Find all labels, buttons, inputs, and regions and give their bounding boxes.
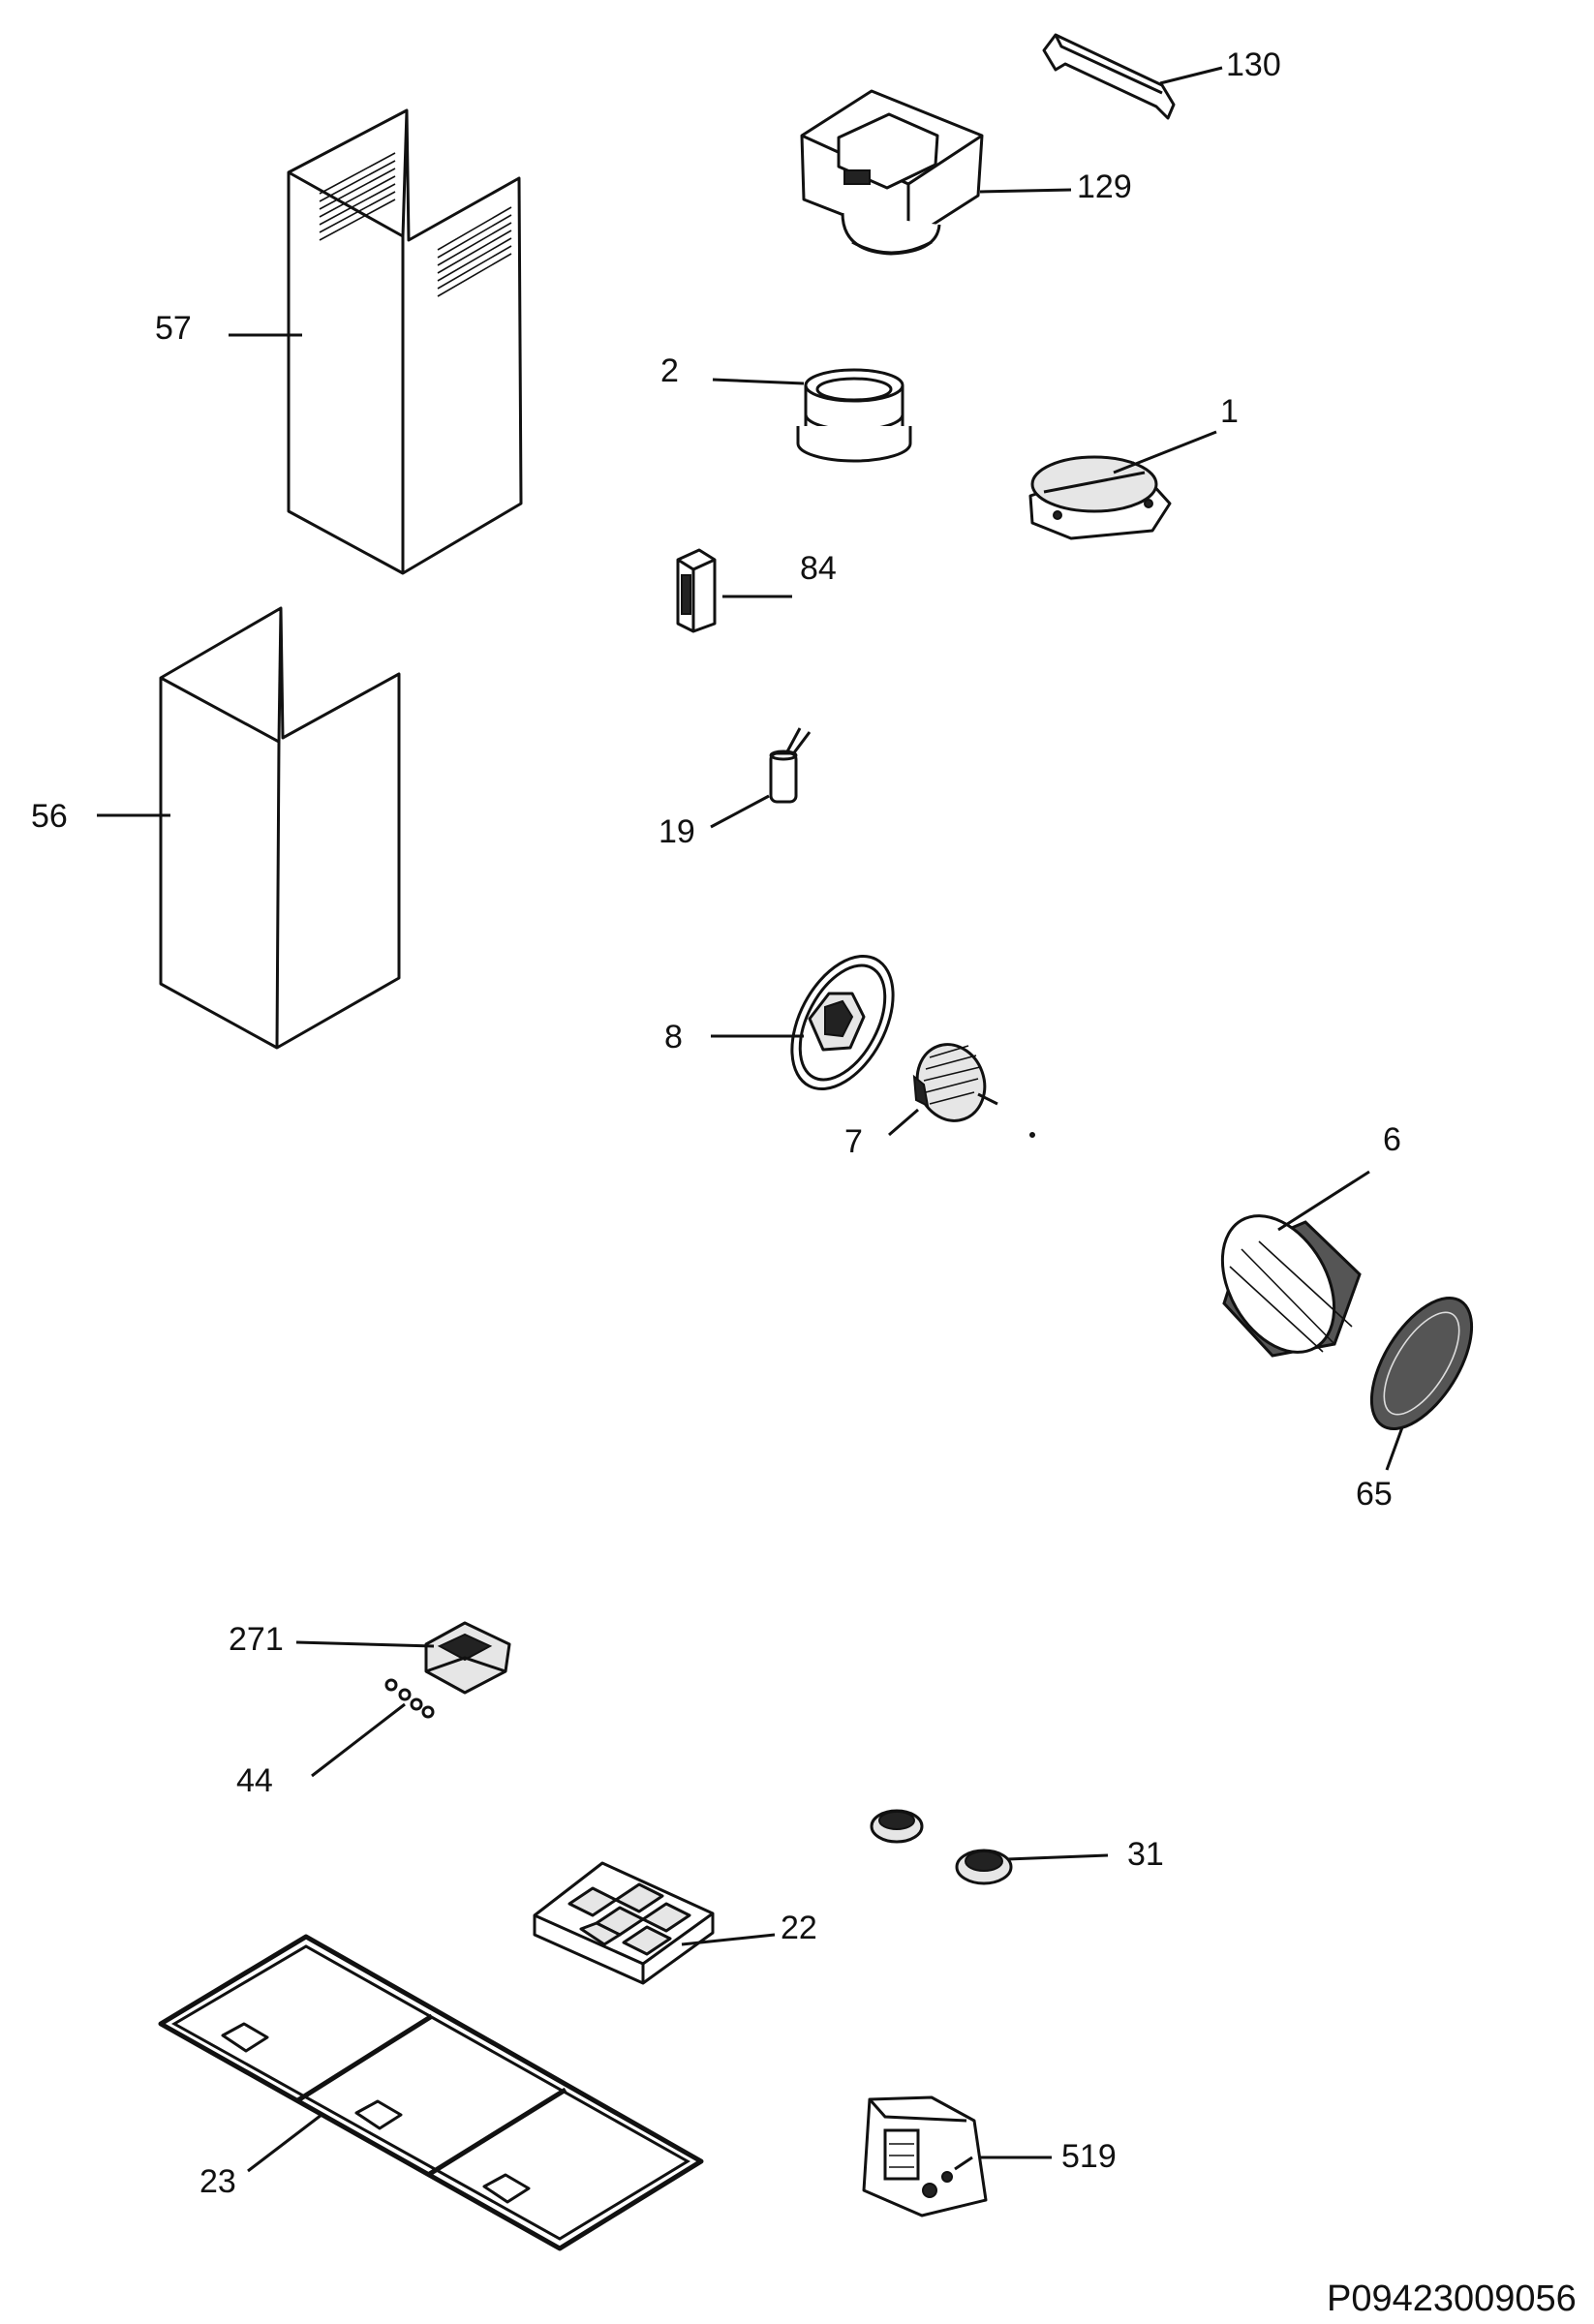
part-7-motor — [912, 1043, 1035, 1138]
part-56-lower-chimney — [159, 606, 401, 1050]
callout-129: 129 — [1077, 168, 1132, 205]
leader-65 — [1385, 1426, 1404, 1471]
callout-57: 57 — [155, 310, 192, 347]
part-84-switch — [676, 548, 717, 633]
callout-31: 31 — [1127, 1836, 1164, 1873]
leader-130 — [1159, 66, 1223, 85]
leader-2 — [712, 378, 805, 385]
callout-8: 8 — [664, 1019, 683, 1055]
leader-1 — [1113, 430, 1217, 474]
leader-19 — [710, 794, 770, 829]
part-8-motor-plate — [790, 954, 895, 1091]
callout-65: 65 — [1356, 1476, 1393, 1513]
callout-2: 2 — [660, 352, 679, 389]
callout-84: 84 — [800, 550, 837, 587]
part-271-control-board — [424, 1621, 511, 1695]
leader-271 — [295, 1640, 435, 1648]
part-23-grease-filters — [158, 1934, 704, 2251]
part-65-fan-mesh — [1369, 1296, 1474, 1431]
part-1-flap — [1028, 455, 1172, 540]
part-31-knob-a — [870, 1809, 924, 1844]
callout-22: 22 — [781, 1910, 817, 1946]
drawing-code: P09423009056 — [1327, 2278, 1577, 2319]
part-57-upper-chimney — [287, 108, 523, 575]
callout-1: 1 — [1220, 393, 1239, 430]
part-19-capacitor — [769, 727, 812, 804]
part-6-fan-wheel — [1220, 1214, 1362, 1358]
vent-grille-right — [437, 206, 512, 297]
part-129-air-outlet — [800, 89, 984, 256]
callout-6: 6 — [1383, 1121, 1401, 1158]
part-519-accessory-bag — [862, 2095, 988, 2217]
leader-7 — [888, 1108, 919, 1137]
leader-23 — [247, 2113, 322, 2173]
part-44-screws — [384, 1678, 435, 1719]
part-130-bracket — [1042, 33, 1176, 120]
callout-44: 44 — [236, 1762, 273, 1799]
vent-grille-left — [319, 152, 396, 241]
callout-56: 56 — [31, 798, 68, 835]
callout-19: 19 — [659, 813, 695, 850]
callout-23: 23 — [199, 2163, 236, 2200]
leader-44 — [311, 1702, 406, 1778]
callout-271: 271 — [229, 1621, 284, 1658]
leader-6 — [1277, 1170, 1370, 1232]
leader-22 — [681, 1933, 776, 1946]
leader-31 — [1006, 1853, 1109, 1861]
part-31-knob-b — [955, 1849, 1013, 1885]
callout-7: 7 — [844, 1123, 863, 1160]
part-2-collar — [796, 368, 912, 463]
leader-129 — [979, 188, 1072, 194]
part-22-carbon-filter — [533, 1861, 715, 1985]
callout-519: 519 — [1061, 2138, 1117, 2175]
callout-130: 130 — [1226, 46, 1281, 83]
